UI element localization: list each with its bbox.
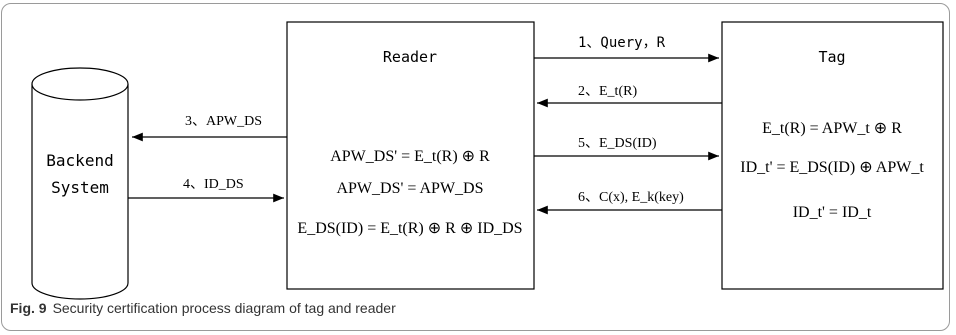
message-3-label: 3、APW_DS — [185, 114, 262, 129]
figure-caption-label: Fig. 9 — [10, 300, 47, 316]
message-5-label: 5、E_DS(ID) — [578, 136, 657, 151]
message-6-label: 6、C(x), E_k(key) — [578, 190, 684, 205]
backend-label-line1: Backend — [46, 151, 113, 170]
reader-equation-2: APW_DS' = APW_DS — [336, 180, 483, 197]
tag-box — [721, 21, 944, 290]
tag-equation-3: ID_t' = ID_t — [793, 204, 872, 221]
reader-equation-1: APW_DS' = E_t(R) ⊕ R — [330, 148, 490, 165]
tag-title: Tag — [818, 48, 845, 66]
message-4-label: 4、ID_DS — [183, 177, 244, 192]
backend-system-cylinder — [31, 67, 129, 300]
message-1-label: 1、Query，R — [578, 35, 666, 51]
message-2-label: 2、E_t(R) — [578, 84, 637, 99]
reader-equation-3: E_DS(ID) = E_t(R) ⊕ R ⊕ ID_DS — [297, 220, 522, 237]
tag-equation-1: E_t(R) = APW_t ⊕ R — [762, 120, 902, 137]
figure-frame — [1, 3, 950, 331]
figure-caption-text: Security certification process diagram o… — [52, 300, 396, 316]
figure-caption: Fig. 9 Security certification process dia… — [10, 300, 396, 316]
backend-label-line2: System — [51, 178, 109, 197]
tag-equation-2: ID_t' = E_DS(ID) ⊕ APW_t — [740, 159, 924, 176]
reader-title: Reader — [383, 48, 437, 66]
reader-box — [286, 21, 535, 290]
